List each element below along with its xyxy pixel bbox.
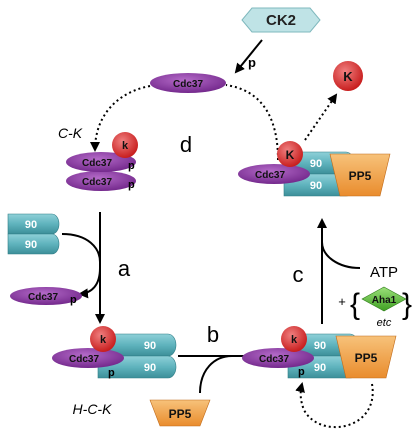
right-bottom-complex: 90 90 PP5 Cdc37 p k — [242, 326, 397, 379]
svg-text:p: p — [298, 366, 305, 378]
svg-text:90: 90 — [25, 239, 37, 251]
ck2-p-label: p — [248, 55, 256, 70]
svg-text:PP5: PP5 — [355, 351, 378, 365]
step-label-c: c — [293, 262, 304, 287]
dotted-dephosphorylation-loop — [295, 382, 374, 428]
svg-text:K: K — [343, 69, 353, 84]
svg-text:90: 90 — [25, 219, 37, 231]
svg-text:Cdc37: Cdc37 — [82, 158, 112, 169]
step-label-b: b — [207, 322, 219, 347]
ck2-node: CK2 — [241, 7, 321, 33]
top-cdc37: Cdc37 — [150, 73, 226, 93]
svg-text:Cdc37: Cdc37 — [173, 79, 203, 90]
step-a-hsp90-join — [61, 233, 101, 263]
svg-text:k: k — [100, 334, 107, 346]
ck2-label: CK2 — [266, 12, 296, 29]
aha1-brace-left: { — [350, 288, 360, 321]
svg-text:k: k — [122, 140, 129, 152]
aha1-node: Aha1 — [361, 286, 407, 312]
svg-text:PP5: PP5 — [169, 407, 192, 421]
dotted-arrow-to-ck — [90, 85, 151, 152]
ck-complex: Cdc37 p Cdc37 p k — [66, 132, 138, 191]
step-c-atp-join — [321, 241, 361, 269]
hsp90-dimer-left: 90 90 — [7, 213, 60, 255]
dotted-arrow-to-released-k — [304, 93, 338, 141]
svg-text:Cdc37: Cdc37 — [69, 354, 99, 365]
ck-complex-title: C-K — [58, 125, 83, 141]
svg-text:Cdc37: Cdc37 — [82, 177, 112, 188]
right-top-complex: 90 90 PP5 Cdc37 K — [238, 141, 391, 197]
atp-label: ATP — [370, 264, 398, 281]
svg-text:K: K — [286, 148, 295, 162]
atp-plus: + — [338, 294, 346, 309]
svg-text:Cdc37: Cdc37 — [259, 354, 289, 365]
step-a-cdc37-release — [78, 267, 101, 299]
svg-text:90: 90 — [310, 158, 322, 170]
svg-text:p: p — [70, 294, 77, 306]
svg-text:90: 90 — [314, 362, 326, 374]
step-b-pp5-join — [199, 355, 233, 394]
ck2-arrow — [234, 39, 263, 74]
hck-complex: 90 90 Cdc37 p k — [52, 326, 177, 379]
svg-text:p: p — [128, 179, 135, 191]
released-cdc37: Cdc37 p — [10, 287, 82, 306]
svg-text:Aha1: Aha1 — [372, 295, 397, 306]
dotted-arc-to-top-cdc37 — [225, 84, 279, 161]
svg-text:p: p — [128, 160, 135, 172]
step-label-a: a — [118, 256, 131, 281]
svg-text:90: 90 — [144, 362, 156, 374]
etc-label: etc — [377, 317, 392, 329]
svg-text:p: p — [108, 367, 115, 379]
svg-text:PP5: PP5 — [349, 169, 372, 183]
svg-text:Cdc37: Cdc37 — [255, 170, 285, 181]
svg-text:k: k — [291, 334, 298, 346]
released-kinase: K — [333, 61, 363, 91]
svg-text:90: 90 — [314, 340, 326, 352]
step-label-d: d — [180, 132, 192, 157]
pp5-free: PP5 — [149, 399, 211, 427]
hck-complex-title: H-C-K — [73, 401, 113, 417]
svg-text:90: 90 — [144, 340, 156, 352]
aha1-brace-right: } — [402, 288, 412, 321]
svg-text:Cdc37: Cdc37 — [28, 292, 58, 303]
svg-text:90: 90 — [310, 180, 322, 192]
